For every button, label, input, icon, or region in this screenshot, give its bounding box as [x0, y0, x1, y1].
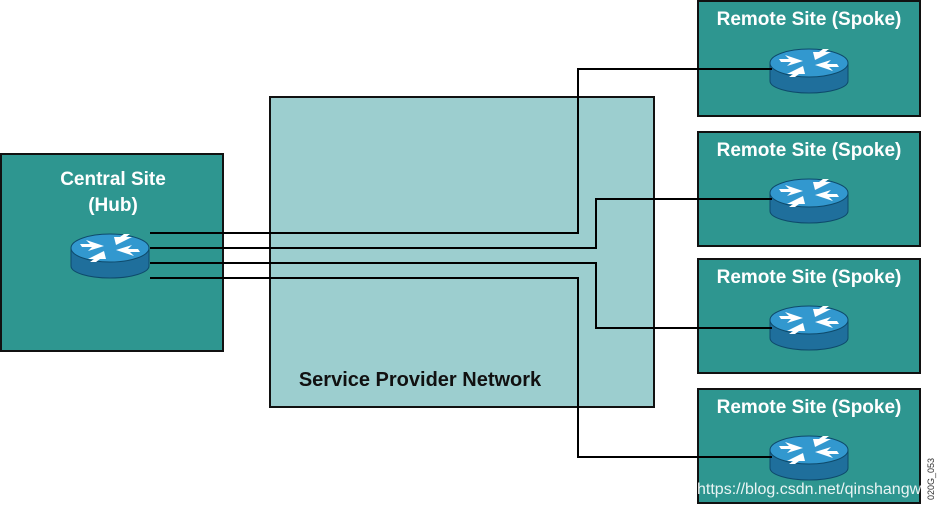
remote-site-label: Remote Site (Spoke) [717, 397, 902, 418]
link-line [150, 68, 772, 234]
service-provider-network-box [269, 96, 655, 408]
remote-site-label: Remote Site (Spoke) [717, 9, 902, 30]
service-provider-network-label: Service Provider Network [299, 369, 542, 391]
central-site-title: Central Site [60, 169, 166, 190]
router-icon [769, 435, 849, 481]
remote-site-label: Remote Site (Spoke) [717, 267, 902, 288]
figure-code: 020G_053 [926, 458, 936, 500]
watermark-text: https://blog.csdn.net/qinshangwy [697, 481, 929, 498]
router-icon [70, 233, 150, 279]
link-line [150, 198, 772, 249]
link-line [150, 277, 772, 458]
router-icon [769, 305, 849, 351]
router-icon [769, 48, 849, 94]
router-icon [769, 178, 849, 224]
remote-site-label: Remote Site (Spoke) [717, 140, 902, 161]
central-site-subtitle: (Hub) [88, 195, 138, 216]
link-line [150, 262, 772, 329]
